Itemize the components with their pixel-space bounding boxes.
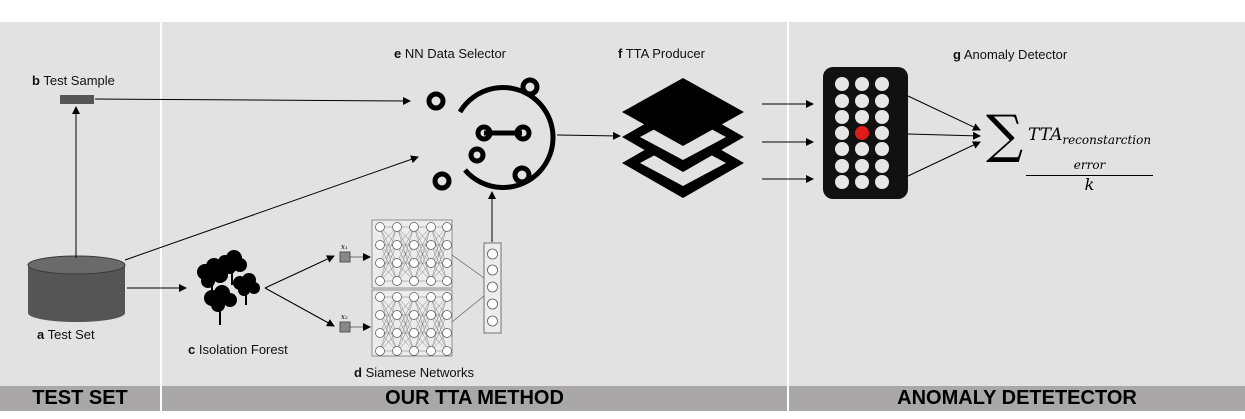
section-title-tta-method: OUR TTA METHOD [162, 386, 787, 411]
label-test-set: a Test Set [37, 327, 95, 342]
matrix-dot [835, 126, 849, 140]
nn-selector-icon [426, 77, 556, 191]
arrow-matrix-to-formula-2 [907, 131, 981, 140]
label-anomaly-detector: g Anomaly Detector [953, 47, 1068, 62]
database-icon [27, 255, 126, 322]
matrix-dot [835, 142, 849, 156]
label-tta-producer: f TTA Producer [618, 46, 705, 61]
matrix-dot [835, 159, 849, 173]
siamese-network-bottom [371, 289, 453, 357]
matrix-dot [835, 94, 849, 108]
sum-symbol: ∑ [986, 105, 1024, 165]
arrow-selector-to-producer [556, 131, 621, 140]
section-title-test-set: TEST SET [0, 386, 160, 411]
matrix-dot [875, 142, 889, 156]
arrow-forest-to-x1 [264, 255, 335, 289]
x2-label: x₂ [341, 313, 348, 321]
matrix-dot [875, 159, 889, 173]
siamese-output-layer [483, 242, 502, 334]
label-test-sample: b Test Sample [32, 73, 115, 88]
tree-icon [197, 250, 260, 325]
matrix-dot [855, 110, 869, 124]
formula-fraction: TTAreconstarction error k [1026, 125, 1154, 194]
input-x1 [339, 251, 351, 263]
highlighted-anomaly-dot [855, 126, 869, 140]
matrix-dot [875, 94, 889, 108]
matrix-dot [875, 175, 889, 189]
arrow-matrix-to-formula-1 [907, 95, 981, 131]
matrix-dot [875, 110, 889, 124]
section-title-anomaly-detector: ANOMALY DETETECTOR [789, 386, 1245, 411]
matrix-dot [875, 77, 889, 91]
label-isolation-forest: c Isolation Forest [188, 342, 288, 357]
label-nn-data-selector: e NN Data Selector [394, 46, 507, 61]
matrix-dot [855, 159, 869, 173]
matrix-dot [855, 142, 869, 156]
input-x2 [339, 321, 351, 333]
arrow-forest-to-x2 [264, 287, 335, 327]
matrix-dot [875, 126, 889, 140]
matrix-dot [855, 175, 869, 189]
formula-denominator: k [1084, 175, 1095, 194]
arrow-sample-to-selector [94, 96, 411, 105]
anomaly-matrix-icon [823, 67, 908, 199]
test-sample-icon [60, 95, 94, 104]
formula-numerator: TTAreconstarction error [1026, 125, 1154, 176]
test-set-panel [0, 22, 160, 386]
x1-label: x₁ [341, 243, 348, 251]
label-siamese-networks: d Siamese Networks [354, 365, 474, 380]
siamese-network-top [371, 219, 453, 289]
arrow-matrix-to-formula-3 [907, 141, 981, 177]
matrix-dot [855, 94, 869, 108]
matrix-dot [835, 77, 849, 91]
matrix-dot [855, 77, 869, 91]
arrow-testset-to-selector [124, 155, 419, 261]
layers-icon [622, 78, 744, 198]
matrix-dot [835, 175, 849, 189]
matrix-dot [835, 110, 849, 124]
